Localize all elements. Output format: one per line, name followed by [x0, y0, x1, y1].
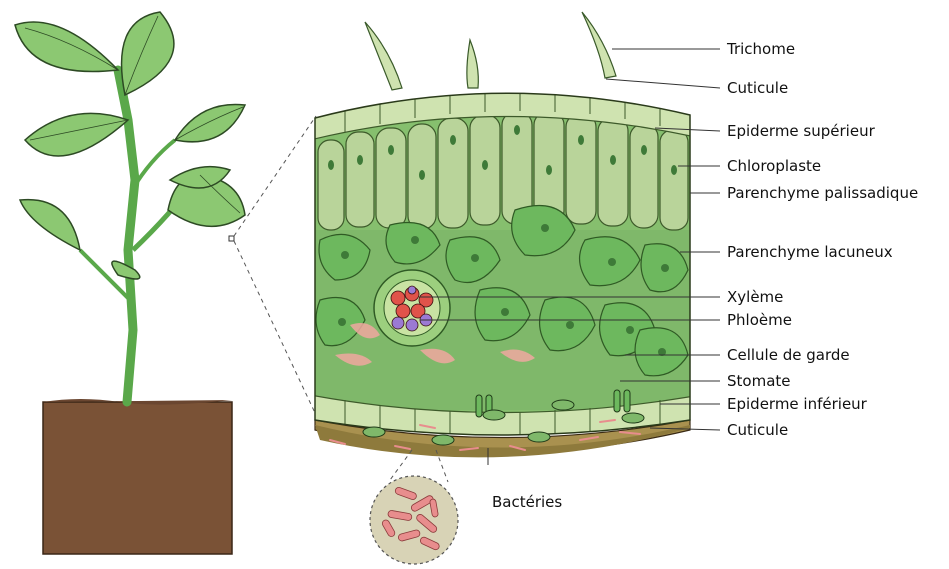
leaf-cross-section [310, 12, 700, 564]
label-parenchyme-palissadique: Parenchyme palissadique [727, 184, 918, 202]
trichome-shape [467, 40, 478, 88]
label-epiderme-inferieur: Epiderme inférieur [727, 395, 867, 413]
soil-block [43, 402, 232, 554]
trichome-shape [582, 12, 616, 78]
label-epiderme-superieur: Epiderme supérieur [727, 122, 875, 140]
zoom-source-box [229, 236, 234, 241]
phloem-cell [408, 286, 416, 294]
phloem-cell [406, 319, 418, 331]
label-trichome: Trichome [727, 40, 795, 58]
phloem-cell [392, 317, 404, 329]
label-cuticule-top: Cuticule [727, 79, 788, 97]
xylem-cell [391, 291, 405, 305]
leaf [20, 200, 80, 250]
label-parenchyme-lacuneux: Parenchyme lacuneux [727, 243, 893, 261]
label-bacteries: Bactéries [492, 493, 562, 511]
label-phloeme: Phloème [727, 311, 792, 329]
xylem-cell [396, 304, 410, 318]
label-chloroplaste: Chloroplaste [727, 157, 821, 175]
label-cuticule-bottom: Cuticule [727, 421, 788, 439]
plant-illustration [15, 12, 245, 554]
vascular-bundle [374, 270, 450, 346]
bacteria-inset [370, 476, 458, 564]
leaf [25, 113, 128, 156]
trichome-shape [365, 22, 402, 90]
label-cellule-de-garde: Cellule de garde [727, 346, 850, 364]
label-stomate: Stomate [727, 372, 791, 390]
label-xyleme: Xylème [727, 288, 783, 306]
